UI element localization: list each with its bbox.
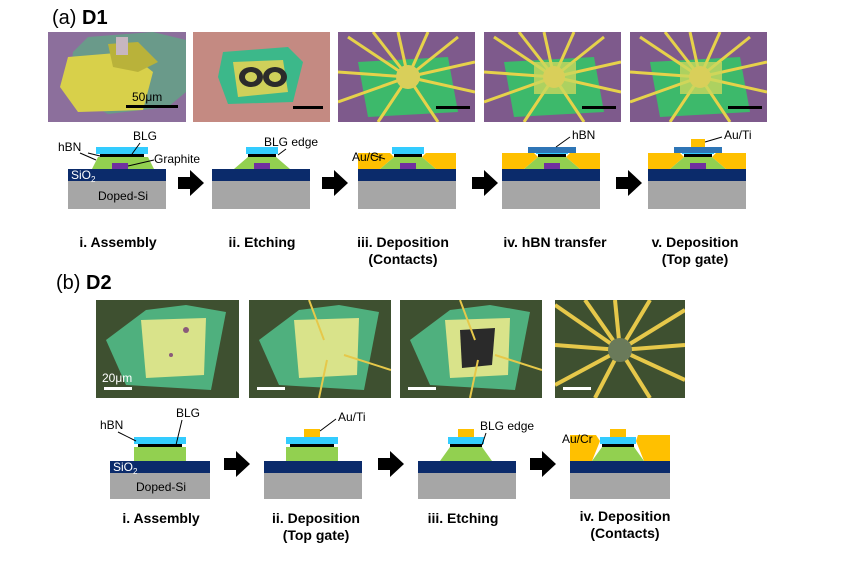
panel-a-letter: (a): [52, 7, 77, 29]
label-b-sio2: SiO2: [113, 460, 138, 476]
step-a2-line1: ii. Etching: [228, 234, 296, 250]
label-a-blg: BLG: [133, 129, 157, 143]
photo-b1: 20μm: [96, 300, 239, 398]
arrow-b2: [378, 451, 404, 477]
scale-bar-b2: [257, 387, 285, 390]
schematics-b: hBN BLG SiO2 Doped-Si Au/Ti BLG edge: [100, 406, 670, 499]
label-a-sio2: SiO2: [71, 168, 96, 184]
schematic-b1: hBN BLG SiO2 Doped-Si: [100, 406, 210, 499]
panel-a-label: (a) D1: [52, 7, 108, 30]
arrow-b1: [224, 451, 250, 477]
step-a5-caption: v. Deposition (Top gate): [640, 234, 750, 268]
photo-a2: [193, 32, 330, 122]
step-a4-caption: iv. hBN transfer: [490, 234, 620, 251]
step-b1-caption: i. Assembly: [106, 510, 216, 527]
scale-bar-b4: [563, 387, 591, 390]
scale-bar-a4: [582, 106, 616, 109]
scale-bar-b: [104, 387, 132, 390]
photo-a1: 50μm: [48, 32, 186, 122]
step-a5-line1: v. Deposition: [651, 234, 739, 250]
step-b2-line1: ii. Deposition: [272, 510, 360, 526]
label-a-blg-edge: BLG edge: [264, 135, 318, 149]
arrow-a3: [472, 170, 498, 196]
photo-a3: [338, 32, 475, 122]
step-b3-line1: iii. Etching: [427, 510, 499, 526]
label-b-au-ti: Au/Ti: [338, 410, 366, 424]
step-b4-line2: (Contacts): [590, 525, 660, 541]
label-a-doped-si: Doped-Si: [98, 189, 148, 203]
step-a2-caption: ii. Etching: [212, 234, 312, 251]
schematic-a2: BLG edge: [212, 135, 318, 209]
label-b-hbn: hBN: [100, 418, 123, 432]
label-a-hbn-top: hBN: [572, 128, 595, 142]
photo-a5: [630, 32, 767, 122]
step-b4-caption: iv. Deposition (Contacts): [565, 508, 685, 542]
step-a3-line2: (Contacts): [368, 251, 438, 267]
arrow-b3: [530, 451, 556, 477]
scale-bar-b3: [408, 387, 436, 390]
step-a1-caption: i. Assembly: [63, 234, 173, 251]
scale-bar-a3: [436, 106, 470, 109]
label-a-au-cr: Au/Cr: [352, 150, 383, 164]
schematic-a5: Au/Ti: [648, 128, 752, 209]
photo-b2: [249, 300, 391, 398]
scale-label-a: 50μm: [132, 90, 162, 104]
step-b3-caption: iii. Etching: [408, 510, 518, 527]
step-a3-line1: iii. Deposition: [357, 234, 449, 250]
label-a-hbn: hBN: [58, 140, 81, 154]
step-a4-line1: iv. hBN transfer: [503, 234, 607, 250]
panel-b-device: D2: [86, 272, 112, 294]
schematics-a: hBN BLG Graphite SiO2 Doped-Si BLG edge …: [58, 128, 752, 209]
step-a1-line1: i. Assembly: [79, 234, 157, 250]
scale-label-b: 20μm: [102, 371, 132, 385]
label-b-au-cr: Au/Cr: [562, 432, 593, 446]
photo-b4: [555, 300, 685, 398]
schematic-a1: hBN BLG Graphite SiO2 Doped-Si: [58, 129, 200, 209]
schematic-a3: Au/Cr: [352, 147, 456, 209]
step-b4-line1: iv. Deposition: [579, 508, 671, 524]
step-b2-line2: (Top gate): [282, 527, 350, 543]
label-b-blg: BLG: [176, 406, 200, 420]
arrow-a2: [322, 170, 348, 196]
step-b2-caption: ii. Deposition (Top gate): [256, 510, 376, 544]
panel-a-device: D1: [82, 7, 108, 29]
schematic-a4: hBN: [502, 128, 600, 209]
scale-bar-a2: [293, 106, 323, 109]
label-b-blg-edge: BLG edge: [480, 419, 534, 433]
photo-b3: [400, 300, 542, 398]
photo-a4: [484, 32, 621, 122]
step-a5-line2: (Top gate): [661, 251, 729, 267]
schematic-b4: Au/Cr: [562, 429, 670, 499]
label-a-au-ti: Au/Ti: [724, 128, 752, 142]
panel-b-letter: (b): [56, 272, 81, 294]
scale-bar-a5: [728, 106, 762, 109]
step-a3-caption: iii. Deposition (Contacts): [348, 234, 458, 268]
label-b-doped-si: Doped-Si: [136, 480, 186, 494]
arrow-a1: [178, 170, 204, 196]
schematic-b2: Au/Ti: [264, 410, 366, 499]
step-b1-line1: i. Assembly: [122, 510, 200, 526]
scale-bar-a: [126, 105, 178, 108]
panel-b-label: (b) D2: [56, 272, 112, 295]
arrow-a4: [616, 170, 642, 196]
label-a-graphite: Graphite: [154, 152, 200, 166]
schematic-b3: BLG edge: [418, 419, 534, 499]
